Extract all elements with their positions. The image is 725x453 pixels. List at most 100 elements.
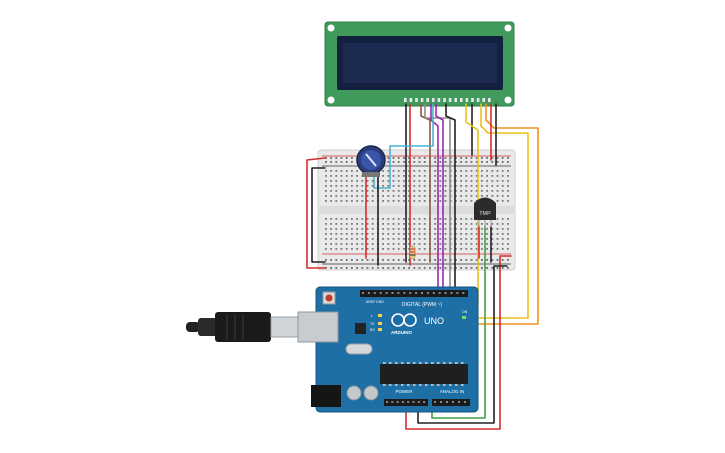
breadboard-hole bbox=[366, 200, 369, 202]
wire-rail-black-left[interactable] bbox=[311, 167, 326, 263]
breadboard-hole bbox=[361, 180, 364, 182]
breadboard-rail-hole bbox=[356, 267, 358, 269]
breadboard-hole bbox=[501, 223, 504, 225]
wire-lcd-purple-1[interactable] bbox=[430, 103, 439, 298]
atmega-chip-pins bbox=[383, 362, 464, 386]
breadboard-hole bbox=[330, 185, 332, 187]
breadboard-hole bbox=[455, 190, 457, 192]
breadboard-hole bbox=[387, 233, 390, 235]
breadboard-rail-hole bbox=[351, 267, 353, 269]
breadboard-hole bbox=[387, 200, 390, 202]
wire-pot-cyan[interactable] bbox=[373, 103, 434, 189]
digital-header-pin bbox=[421, 292, 423, 294]
power-header-pin bbox=[423, 401, 426, 403]
breadboard-hole bbox=[397, 223, 400, 225]
breadboard-hole bbox=[439, 218, 442, 220]
lcd-display[interactable] bbox=[324, 21, 515, 107]
breadboard-hole bbox=[475, 190, 478, 192]
breadboard-hole bbox=[423, 190, 426, 192]
breadboard-hole bbox=[491, 243, 494, 245]
breadboard-hole bbox=[439, 243, 442, 245]
wire-power-black[interactable] bbox=[417, 265, 508, 424]
breadboard-hole bbox=[491, 190, 494, 192]
analog-header[interactable] bbox=[432, 399, 470, 406]
breadboard-hole bbox=[481, 248, 483, 250]
led-l-label: L bbox=[371, 314, 373, 318]
breadboard-hole bbox=[444, 233, 447, 235]
breadboard-hole bbox=[335, 180, 338, 182]
breadboard-hole bbox=[382, 185, 384, 187]
breadboard-rail-hole bbox=[496, 161, 499, 163]
breadboard-hole bbox=[345, 185, 348, 187]
breadboard-hole bbox=[475, 170, 478, 172]
breadboard-rail-hole bbox=[475, 157, 478, 159]
led-tx bbox=[378, 322, 382, 325]
breadboard-hole bbox=[501, 180, 504, 182]
breadboard-rail-hole bbox=[325, 157, 327, 159]
breadboard-hole bbox=[366, 243, 369, 245]
wire-lcd-purple-2[interactable] bbox=[435, 103, 444, 298]
breadboard-holes bbox=[325, 157, 509, 269]
breadboard-hole bbox=[330, 170, 332, 172]
potentiometer-icon[interactable] bbox=[356, 145, 386, 177]
breadboard-hole bbox=[501, 195, 504, 197]
breadboard-hole bbox=[434, 223, 436, 225]
breadboard-hole bbox=[496, 195, 499, 197]
breadboard-hole bbox=[361, 185, 364, 187]
chip-pin bbox=[419, 384, 422, 386]
wire-lcd-black-2[interactable] bbox=[445, 103, 456, 298]
breadboard-hole bbox=[418, 185, 421, 187]
power-header-pin bbox=[401, 401, 404, 403]
power-header[interactable] bbox=[384, 399, 428, 406]
sensor-body bbox=[474, 197, 496, 220]
breadboard-hole bbox=[408, 233, 410, 235]
breadboard-hole bbox=[335, 170, 338, 172]
breadboard-hole bbox=[356, 243, 358, 245]
breadboard-hole bbox=[470, 218, 473, 220]
breadboard-hole bbox=[371, 180, 374, 182]
breadboard-hole bbox=[345, 218, 348, 220]
breadboard-hole bbox=[460, 170, 462, 172]
digital-header-pin bbox=[432, 292, 435, 294]
breadboard-hole bbox=[460, 223, 462, 225]
wire-lcd-gray[interactable] bbox=[424, 103, 451, 298]
breadboard-hole bbox=[460, 233, 462, 235]
resistor[interactable] bbox=[409, 245, 416, 260]
breadboard-rail-hole bbox=[491, 157, 494, 159]
breadboard-hole bbox=[434, 170, 436, 172]
usb-strain-relief bbox=[198, 318, 218, 336]
lcd-pin bbox=[432, 98, 435, 102]
breadboard-hole bbox=[465, 218, 468, 220]
breadboard-hole bbox=[325, 200, 327, 202]
breadboard-hole bbox=[366, 180, 369, 182]
usb-cable-icon[interactable] bbox=[186, 312, 300, 342]
breadboard-hole bbox=[325, 175, 327, 177]
breadboard-hole bbox=[392, 243, 395, 245]
breadboard-hole bbox=[340, 185, 343, 187]
breadboard-hole bbox=[340, 233, 343, 235]
breadboard-hole bbox=[501, 170, 504, 172]
lcd-mount-hole bbox=[327, 24, 335, 32]
digital-header-pin bbox=[367, 292, 370, 294]
breadboard-hole bbox=[351, 248, 353, 250]
breadboard-hole bbox=[434, 218, 436, 220]
breadboard-rail-hole bbox=[507, 267, 509, 269]
arduino-uno[interactable]: DIGITAL (PWM ~) AREF GND UNO ARDUINO L T… bbox=[297, 286, 479, 413]
breadboard-hole bbox=[444, 238, 447, 240]
temperature-sensor-icon[interactable]: TMP bbox=[474, 197, 496, 228]
breadboard-rail-hole bbox=[392, 161, 395, 163]
breadboard-hole bbox=[382, 200, 384, 202]
breadboard-rail-hole bbox=[335, 259, 338, 261]
wire-power-red[interactable] bbox=[405, 255, 512, 430]
breadboard-hole bbox=[460, 238, 462, 240]
breadboard-hole bbox=[408, 223, 410, 225]
breadboard[interactable] bbox=[317, 149, 516, 271]
breadboard-hole bbox=[382, 170, 384, 172]
breadboard-rail-hole bbox=[325, 267, 327, 269]
breadboard-hole bbox=[486, 233, 488, 235]
breadboard-hole bbox=[325, 228, 327, 230]
analog-label: ANALOG IN bbox=[440, 389, 465, 394]
digital-header[interactable] bbox=[360, 290, 468, 297]
wire-rail-red-left[interactable] bbox=[306, 157, 326, 269]
